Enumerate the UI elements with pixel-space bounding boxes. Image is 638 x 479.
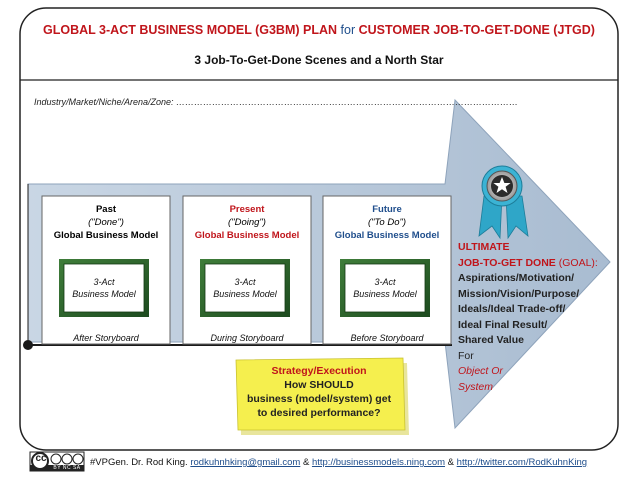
ultimate-goal: ULTIMATE JOB-TO-GET DONE (GOAL): Aspirat…	[458, 240, 598, 395]
footer-twitter-link[interactable]: http://twitter.com/RodKuhnKing	[456, 457, 588, 468]
creative-commons-icon	[29, 451, 85, 472]
footer-email-link[interactable]: rodkuhnhking@gmail.com	[190, 457, 301, 468]
sticky-note	[235, 357, 409, 435]
sticky-line2: How SHOULD	[284, 379, 354, 391]
scene-present-model: Global Business Model	[194, 230, 300, 241]
title-part2: CUSTOMER JOB-TO-GET-DONE (JTGD)	[358, 23, 595, 37]
license-badge-main: cc	[35, 453, 47, 464]
scene-future-state: ("To Do")	[367, 217, 407, 228]
inner-label-future: 3-Act Business Model	[345, 276, 425, 300]
title-part1: GLOBAL 3-ACT BUSINESS MODEL (G3BM) PLAN	[43, 23, 338, 37]
footer-sep1: &	[302, 457, 310, 468]
goal-line10: System	[458, 380, 494, 393]
footer-ning-link[interactable]: http://businessmodels.ning.com	[311, 457, 446, 468]
footer: #VPGen. Dr. Rod King. rodkuhnhking@gmail…	[90, 457, 587, 468]
subtitle: 3 Job-To-Get-Done Scenes and a North Sta…	[194, 53, 444, 67]
inner-frame-present	[200, 259, 290, 317]
goal-line1: ULTIMATE	[458, 241, 510, 253]
inner-frame-future	[340, 259, 430, 317]
sticky-note-text: Strategy/Execution How SHOULD business (…	[244, 364, 394, 420]
page-title: GLOBAL 3-ACT BUSINESS MODEL (G3BM) PLAN …	[0, 23, 638, 37]
goal-line8: For	[458, 349, 474, 362]
footer-sep2: &	[447, 457, 455, 468]
scene-present-state: ("Doing")	[228, 217, 266, 228]
goal-line2b: (GOAL):	[558, 256, 598, 269]
goal-line2a: JOB-TO-GET DONE	[458, 256, 556, 269]
inner-frame-past	[59, 259, 149, 317]
inner-future-line1: 3-Act	[374, 277, 396, 287]
scene-past-model: Global Business Model	[53, 230, 159, 241]
inner-past-line1: 3-Act	[93, 277, 115, 287]
caption-present: During Storyboard	[210, 333, 284, 343]
inner-future-line2: Business Model	[353, 289, 417, 299]
sticky-line3: business (model/system) get	[246, 393, 392, 405]
scene-present-name: Present	[229, 204, 265, 215]
star-medal-icon	[478, 165, 529, 240]
scene-present-header: Present ("Doing") Global Business Model	[183, 203, 311, 242]
scene-future-model: Global Business Model	[334, 230, 440, 241]
goal-line5: Ideals/Ideal Trade-off/	[458, 303, 566, 315]
scene-past-header: Past ("Done") Global Business Model	[42, 203, 170, 242]
inner-present-line2: Business Model	[213, 289, 277, 299]
footer-prefix: #VPGen. Dr. Rod King.	[90, 457, 188, 468]
inner-label-present: 3-Act Business Model	[205, 276, 285, 300]
caption-past: After Storyboard	[73, 333, 139, 343]
sticky-head: Strategy/Execution	[271, 365, 367, 377]
title-connector: for	[340, 23, 356, 37]
sticky-line4: to desired performance?	[257, 407, 381, 419]
industry-label: Industry/Market/Niche/Arena/Zone: …………………	[34, 97, 519, 107]
goal-line7: Shared Value	[458, 334, 524, 346]
caption-future: Before Storyboard	[350, 333, 424, 343]
inner-label-past: 3-Act Business Model	[64, 276, 144, 300]
goal-line4: Mission/Vision/Purpose/	[458, 287, 580, 300]
scene-future-header: Future ("To Do") Global Business Model	[323, 203, 451, 242]
scene-past-state: ("Done")	[88, 217, 124, 228]
goal-line6: Ideal Final Result/	[458, 318, 548, 331]
outer-frame	[19, 7, 619, 451]
inner-present-line1: 3-Act	[234, 277, 256, 287]
scene-past-name: Past	[95, 204, 117, 215]
inner-past-line2: Business Model	[72, 289, 136, 299]
goal-line3: Aspirations/Motivation/	[458, 272, 575, 284]
scene-future-name: Future	[372, 204, 402, 215]
goal-line9: Object Or	[458, 365, 503, 377]
license-badge-sub: BY NC SA	[53, 465, 81, 471]
